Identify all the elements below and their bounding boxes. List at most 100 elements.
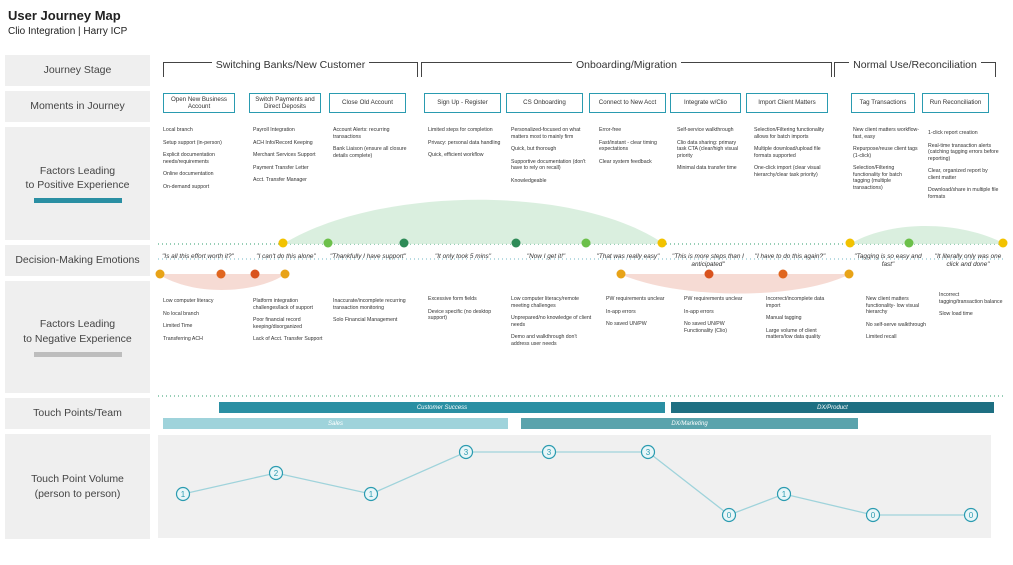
negative-factor: New client matters functionality- low vi…: [866, 296, 920, 315]
positive-factor: Selection/Filtering functionality for ba…: [853, 165, 903, 191]
negative-factor: Incorrect tagging/transaction balance: [939, 292, 1003, 305]
positive-factor: Payment Transfer Letter: [253, 164, 309, 171]
positive-factor: New client matters workflow-fast, easy: [853, 127, 920, 140]
positive-factors-col: Payroll Integration ACH Info/Record Keep…: [253, 127, 325, 190]
positive-factors-col: New client matters workflow-fast, easy R…: [853, 127, 919, 197]
positive-factor: Limited steps for completion: [428, 127, 493, 133]
positive-factor: Clio data sharing: primary task CTA (cle…: [677, 139, 739, 159]
volume-point-label: 3: [646, 448, 651, 457]
moment-import-matters: Import Client Matters: [746, 93, 828, 113]
volume-point: [541, 444, 557, 460]
emotion-dot: [581, 238, 591, 248]
negative-factor: In-app errors: [684, 308, 714, 315]
volume-point: [268, 465, 284, 481]
moment-tag-transactions: Tag Transactions: [851, 93, 915, 113]
negative-factors-col: PW requirements unclear In-app errors No…: [606, 296, 666, 334]
row-label-positive: Factors Leading to Positive Experience: [5, 127, 150, 240]
volume-point: [721, 507, 737, 523]
negative-factor: Low computer literacy/remote meeting cha…: [511, 296, 580, 309]
emotion-dot: [844, 269, 854, 279]
emotion-quote: "I have to do this again?": [754, 253, 826, 260]
negative-factor: Limited recall: [866, 334, 897, 340]
moment-run-reconciliation: Run Reconciliation: [922, 93, 989, 113]
positive-factor: Merchant Services Support: [253, 152, 316, 158]
positive-factor: Multiple download/upload file formats su…: [754, 146, 821, 159]
emotion-quote: "Thankfully I have support": [330, 253, 406, 260]
negative-bar: [33, 351, 122, 357]
positive-factors-col: Local branch Setup support (in-person) E…: [163, 127, 243, 196]
negative-factor: Poor financial record keeping/disorganiz…: [253, 317, 303, 330]
stage-switching-banks: Switching Banks/New Customer: [163, 59, 418, 77]
moment-cs-onboarding: CS Onboarding: [506, 93, 583, 113]
volume-point-label: 0: [969, 511, 974, 520]
negative-factor: No saved UN/PW Functionality (Clio): [684, 321, 727, 334]
negative-factors-col: Platform integration challenges/lack of …: [253, 298, 325, 349]
positive-factor: On-demand support: [163, 183, 210, 190]
negative-factors-col: Low computer literacy No local branch Li…: [163, 298, 241, 348]
positive-factor: ACH Info/Record Keeping: [253, 139, 313, 146]
positive-factors-col: Selection/Filtering functionality allows…: [754, 127, 826, 184]
stage-onboarding: Onboarding/Migration: [421, 59, 832, 77]
negative-factor: Transferring ACH: [163, 335, 203, 342]
positive-factor: Knowledgeable: [511, 177, 547, 184]
page-subtitle: Clio Integration | Harry ICP: [8, 26, 128, 37]
row-label-text: Journey Stage: [43, 64, 112, 77]
positive-factor: Acct. Transfer Manager: [253, 177, 307, 183]
emotion-quote: "That was really easy": [596, 253, 660, 260]
positive-factors-col: Personalized-focused on what matters mos…: [511, 127, 591, 190]
negative-factor: Slow load time: [939, 311, 973, 317]
row-label-touch-points: Touch Points/Team: [5, 398, 150, 429]
volume-point-label: 0: [727, 511, 732, 520]
volume-point-label: 1: [369, 490, 374, 499]
negative-factor: Manual tagging: [766, 315, 802, 321]
volume-point-label: 3: [464, 448, 469, 457]
negative-factor: No self-serve walkthrough: [866, 321, 926, 328]
moment-connect-acct: Connect to New Acct: [589, 93, 666, 113]
positive-factor: Error-free: [599, 127, 622, 133]
row-label-volume: Touch Point Volume (person to person): [5, 434, 150, 539]
negative-factor: Platform integration challenges/lack of …: [253, 298, 313, 311]
row-label-text: Decision-Making Emotions: [15, 254, 140, 267]
positive-factor: Fast/instant - clear timing expectations: [599, 139, 657, 153]
positive-factors-col: Error-free Fast/instant - clear timing e…: [599, 127, 667, 171]
stage-label: Normal Use/Reconciliation: [849, 59, 981, 71]
negative-factor: Low computer literacy: [163, 298, 214, 304]
positive-factor: Repurpose/reuse client tags (1-click): [853, 146, 918, 159]
row-label-emotions: Decision-Making Emotions: [5, 245, 150, 276]
emotion-dot: [704, 269, 714, 279]
negative-factor: Limited Time: [163, 323, 193, 329]
negative-factor: Demo and walkthrough don't address user …: [511, 334, 577, 347]
negative-factors-col: Low computer literacy/remote meeting cha…: [511, 296, 593, 353]
volume-point-label: 0: [871, 511, 876, 520]
negative-factor: Incorrect/incomplete data import: [766, 296, 825, 309]
positive-factor: Personalized-focused on what matters mos…: [511, 127, 581, 140]
positive-factor: Supportive documentation (don't have to …: [511, 158, 586, 172]
row-label-text: Factors Leading to Negative Experience: [23, 318, 132, 345]
negative-factor: No saved UN/PW: [606, 321, 647, 327]
negative-factors-col: Excessive form fields Device specific (n…: [428, 296, 503, 328]
positive-factor: Clear, organized report by client matter: [928, 168, 988, 181]
volume-point-label: 3: [547, 448, 552, 457]
negative-factors-col: Incorrect tagging/transaction balance Sl…: [939, 292, 1003, 324]
positive-factor: Payroll Integration: [253, 127, 295, 133]
volume-point: [963, 507, 979, 523]
page-title: User Journey Map: [8, 8, 121, 23]
emotion-dot: [657, 238, 667, 248]
positive-factor: Self-service walkthrough: [677, 127, 734, 133]
row-label-negative: Factors Leading to Negative Experience: [5, 281, 150, 393]
emotion-dot: [399, 238, 409, 248]
emotion-quote: "It only took 5 mins": [434, 253, 492, 260]
positive-factor: One-click import (clear visual hierarchy…: [754, 165, 821, 178]
negative-factor: Unprepared/no knowledge of client needs: [511, 315, 592, 328]
row-label-text: Moments in Journey: [30, 100, 125, 113]
negative-factors-col: Incorrect/incomplete data import Manual …: [766, 296, 832, 347]
row-label-text: Touch Point Volume (person to person): [31, 473, 124, 500]
negative-factor: No local branch: [163, 310, 200, 317]
volume-point: [776, 486, 792, 502]
positive-factor: Clear system feedback: [599, 158, 652, 165]
negative-factor: Large volume of client matters/low data …: [766, 327, 821, 341]
volume-point-label: 2: [274, 469, 279, 478]
negative-factor: In-app errors: [606, 308, 636, 315]
positive-factors-col: Account Alerts: recurring transactions B…: [333, 127, 411, 165]
emotion-dot: [250, 269, 260, 279]
